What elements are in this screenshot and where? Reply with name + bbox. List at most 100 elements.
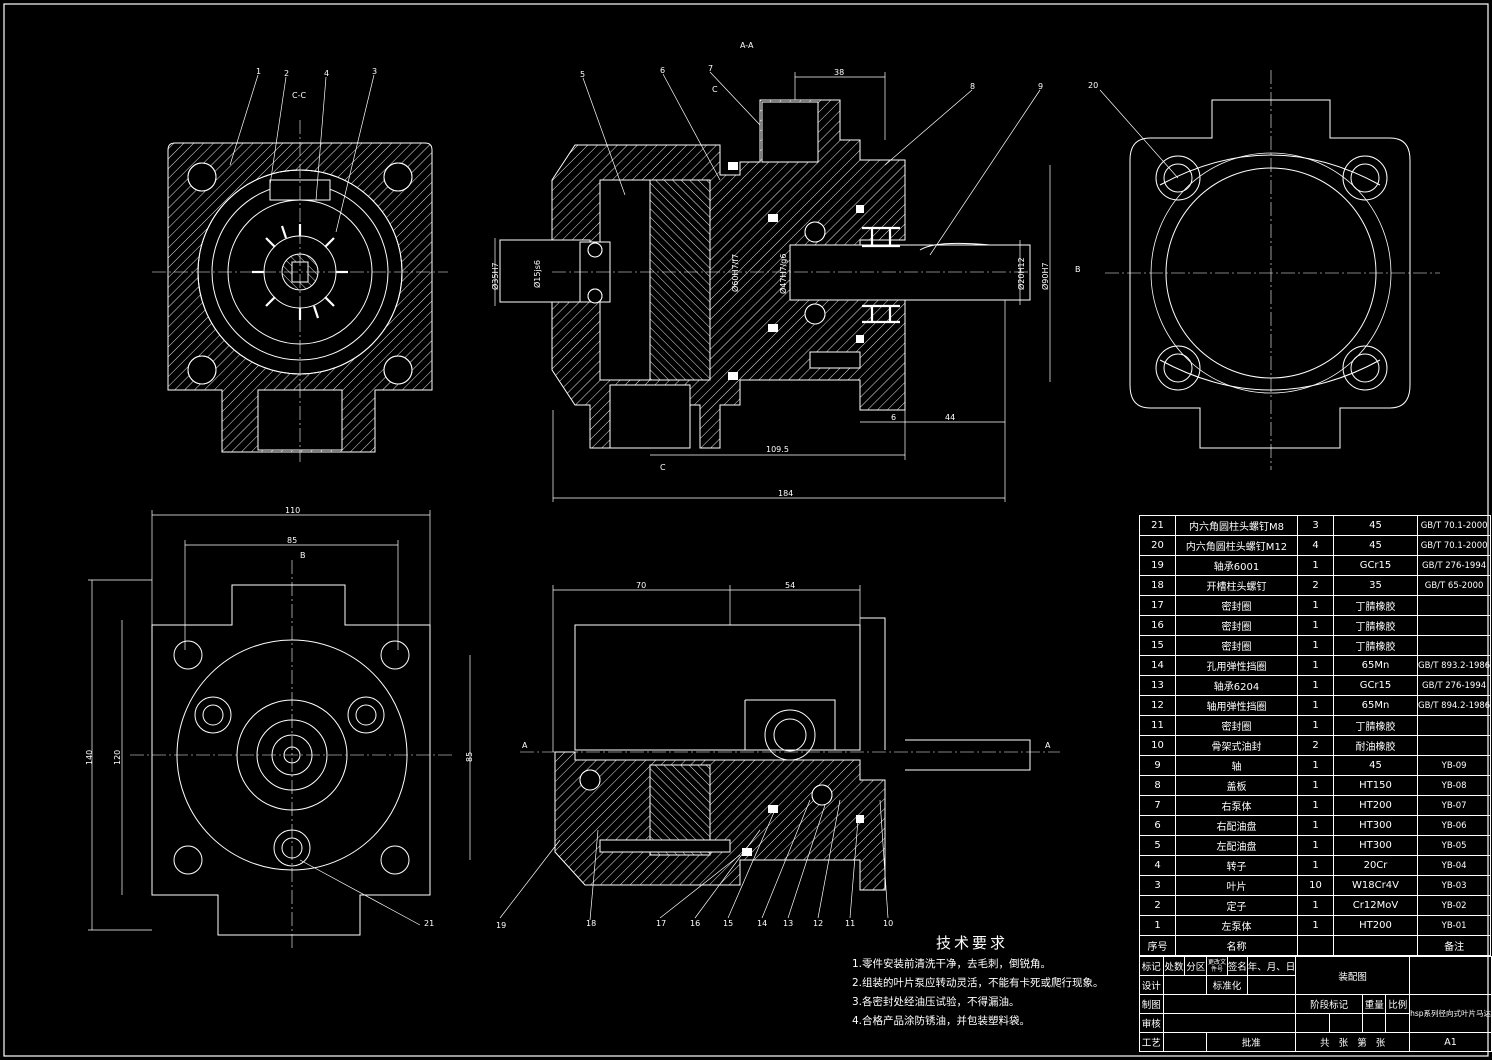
bom-standard: GB/T 893.2-1986 (1416, 655, 1492, 676)
balloon-6: 6 (660, 66, 665, 75)
bom-standard (1416, 615, 1492, 636)
dim-35h7: Ø35H7 (490, 262, 500, 290)
tb-qianming: 签名 (1226, 956, 1248, 976)
bom-name: 左配油盘 (1175, 835, 1298, 856)
bom-standard: YB-01 (1416, 915, 1492, 936)
bom-qty: 2 (1297, 735, 1334, 756)
bom-qty: 1 (1297, 915, 1334, 936)
dim-70: 70 (636, 581, 646, 590)
balloon-14: 14 (757, 919, 767, 928)
tb-gongyi: 工艺 (1139, 1032, 1164, 1052)
balloon-16: 16 (690, 919, 700, 928)
tb-date: 年、月、日 (1246, 956, 1297, 976)
dim-47h7g6: Ø47H7/g6 (778, 254, 788, 294)
bom-no: 7 (1139, 795, 1176, 816)
tb-shenhe: 审核 (1139, 1013, 1164, 1033)
tech-item: 3.各密封处经油压试验，不得漏油。 (852, 996, 1020, 1008)
view-bottom-left (88, 510, 471, 950)
bom-material: GCr15 (1333, 555, 1418, 576)
bom-name: 内六角圆柱头螺钉M8 (1175, 515, 1298, 536)
dim-15js6: Ø15js6 (532, 260, 542, 288)
bom-qty: 1 (1297, 775, 1334, 796)
dim-6: 6 (891, 413, 896, 422)
cut-mark-b1: B (1075, 265, 1081, 274)
balloon-8: 8 (970, 82, 975, 91)
bom-name: 密封圈 (1175, 595, 1298, 616)
dim-85-right: 85 (465, 752, 474, 762)
cut-mark-a2: A (1045, 741, 1051, 750)
balloon-17a: 17 (656, 919, 666, 928)
dim-120: 120 (113, 750, 122, 765)
bom-no: 6 (1139, 815, 1176, 836)
bom-name: 内六角圆柱头螺钉M12 (1175, 535, 1298, 556)
bom-no: 20 (1139, 535, 1176, 556)
bom-qty: 1 (1297, 715, 1334, 736)
balloon-9: 9 (1038, 82, 1043, 91)
bom-name: 盖板 (1175, 775, 1298, 796)
bom-material: 丁腈橡胶 (1333, 715, 1418, 736)
view-aa-section (494, 71, 1051, 502)
drawing-labels: A-A C-C C C B B A A 38 109.5 184 6 44 Ø3… (85, 41, 1098, 930)
bom-material: 20Cr (1333, 855, 1418, 876)
tb-scale: 比例 (1385, 994, 1411, 1014)
bom-standard: YB-07 (1416, 795, 1492, 816)
bom-name: 孔用弹性挡圈 (1175, 655, 1298, 676)
tb-biaozhunhua: 标准化 (1206, 975, 1248, 995)
bom-standard: YB-08 (1416, 775, 1492, 796)
bom-no: 4 (1139, 855, 1176, 876)
bom-name: 骨架式油封 (1175, 735, 1298, 756)
dim-109-5: 109.5 (766, 445, 789, 454)
tech-item: 2.组装的叶片泵应转动灵活，不能有卡死或爬行现象。 (852, 977, 1104, 989)
tb-sheji: 设计 (1139, 975, 1164, 995)
tech-item: 4.合格产品涂防锈油，并包装塑料袋。 (852, 1015, 1031, 1027)
bom-no: 12 (1139, 695, 1176, 716)
bom-qty: 1 (1297, 755, 1334, 776)
bom-name: 右泵体 (1175, 795, 1298, 816)
bom-standard: YB-02 (1416, 895, 1492, 916)
view-right (1099, 70, 1440, 470)
tb-pizhun: 批准 (1206, 1032, 1297, 1052)
bom-name: 定子 (1175, 895, 1298, 916)
bom-standard: YB-06 (1416, 815, 1492, 836)
balloon-11: 11 (845, 919, 855, 928)
dim-44: 44 (945, 413, 955, 422)
bom-name: 轴用弹性挡圈 (1175, 695, 1298, 716)
tech-item: 1.零件安装前清洗干净，去毛刺，倒锐角。 (852, 958, 1052, 970)
bom-qty: 1 (1297, 615, 1334, 636)
dim-85-top: 85 (287, 536, 297, 545)
bom-standard: YB-09 (1416, 755, 1492, 776)
bom-material: HT200 (1333, 915, 1418, 936)
bom-qty: 1 (1297, 635, 1334, 656)
bom-name: 密封圈 (1175, 615, 1298, 636)
bom-standard (1416, 715, 1492, 736)
cut-mark-b2: B (300, 551, 306, 560)
section-aa-label: A-A (740, 41, 754, 50)
dim-140: 140 (85, 750, 94, 765)
tb-zhitu: 制图 (1139, 994, 1164, 1014)
balloon-18: 18 (586, 919, 596, 928)
bom-standard: GB/T 276-1994 (1416, 555, 1492, 576)
bom-name: 开槽柱头螺钉 (1175, 575, 1298, 596)
bom-material: 45 (1333, 535, 1418, 556)
bom-qty: 1 (1297, 835, 1334, 856)
bom-qty: 1 (1297, 595, 1334, 616)
bom-no: 13 (1139, 675, 1176, 696)
bom-name: 左泵体 (1175, 915, 1298, 936)
balloon-3: 3 (372, 67, 377, 76)
bom-no: 10 (1139, 735, 1176, 756)
tech-title: 技术要求 (936, 934, 1009, 952)
section-cc-label: C-C (292, 91, 306, 100)
